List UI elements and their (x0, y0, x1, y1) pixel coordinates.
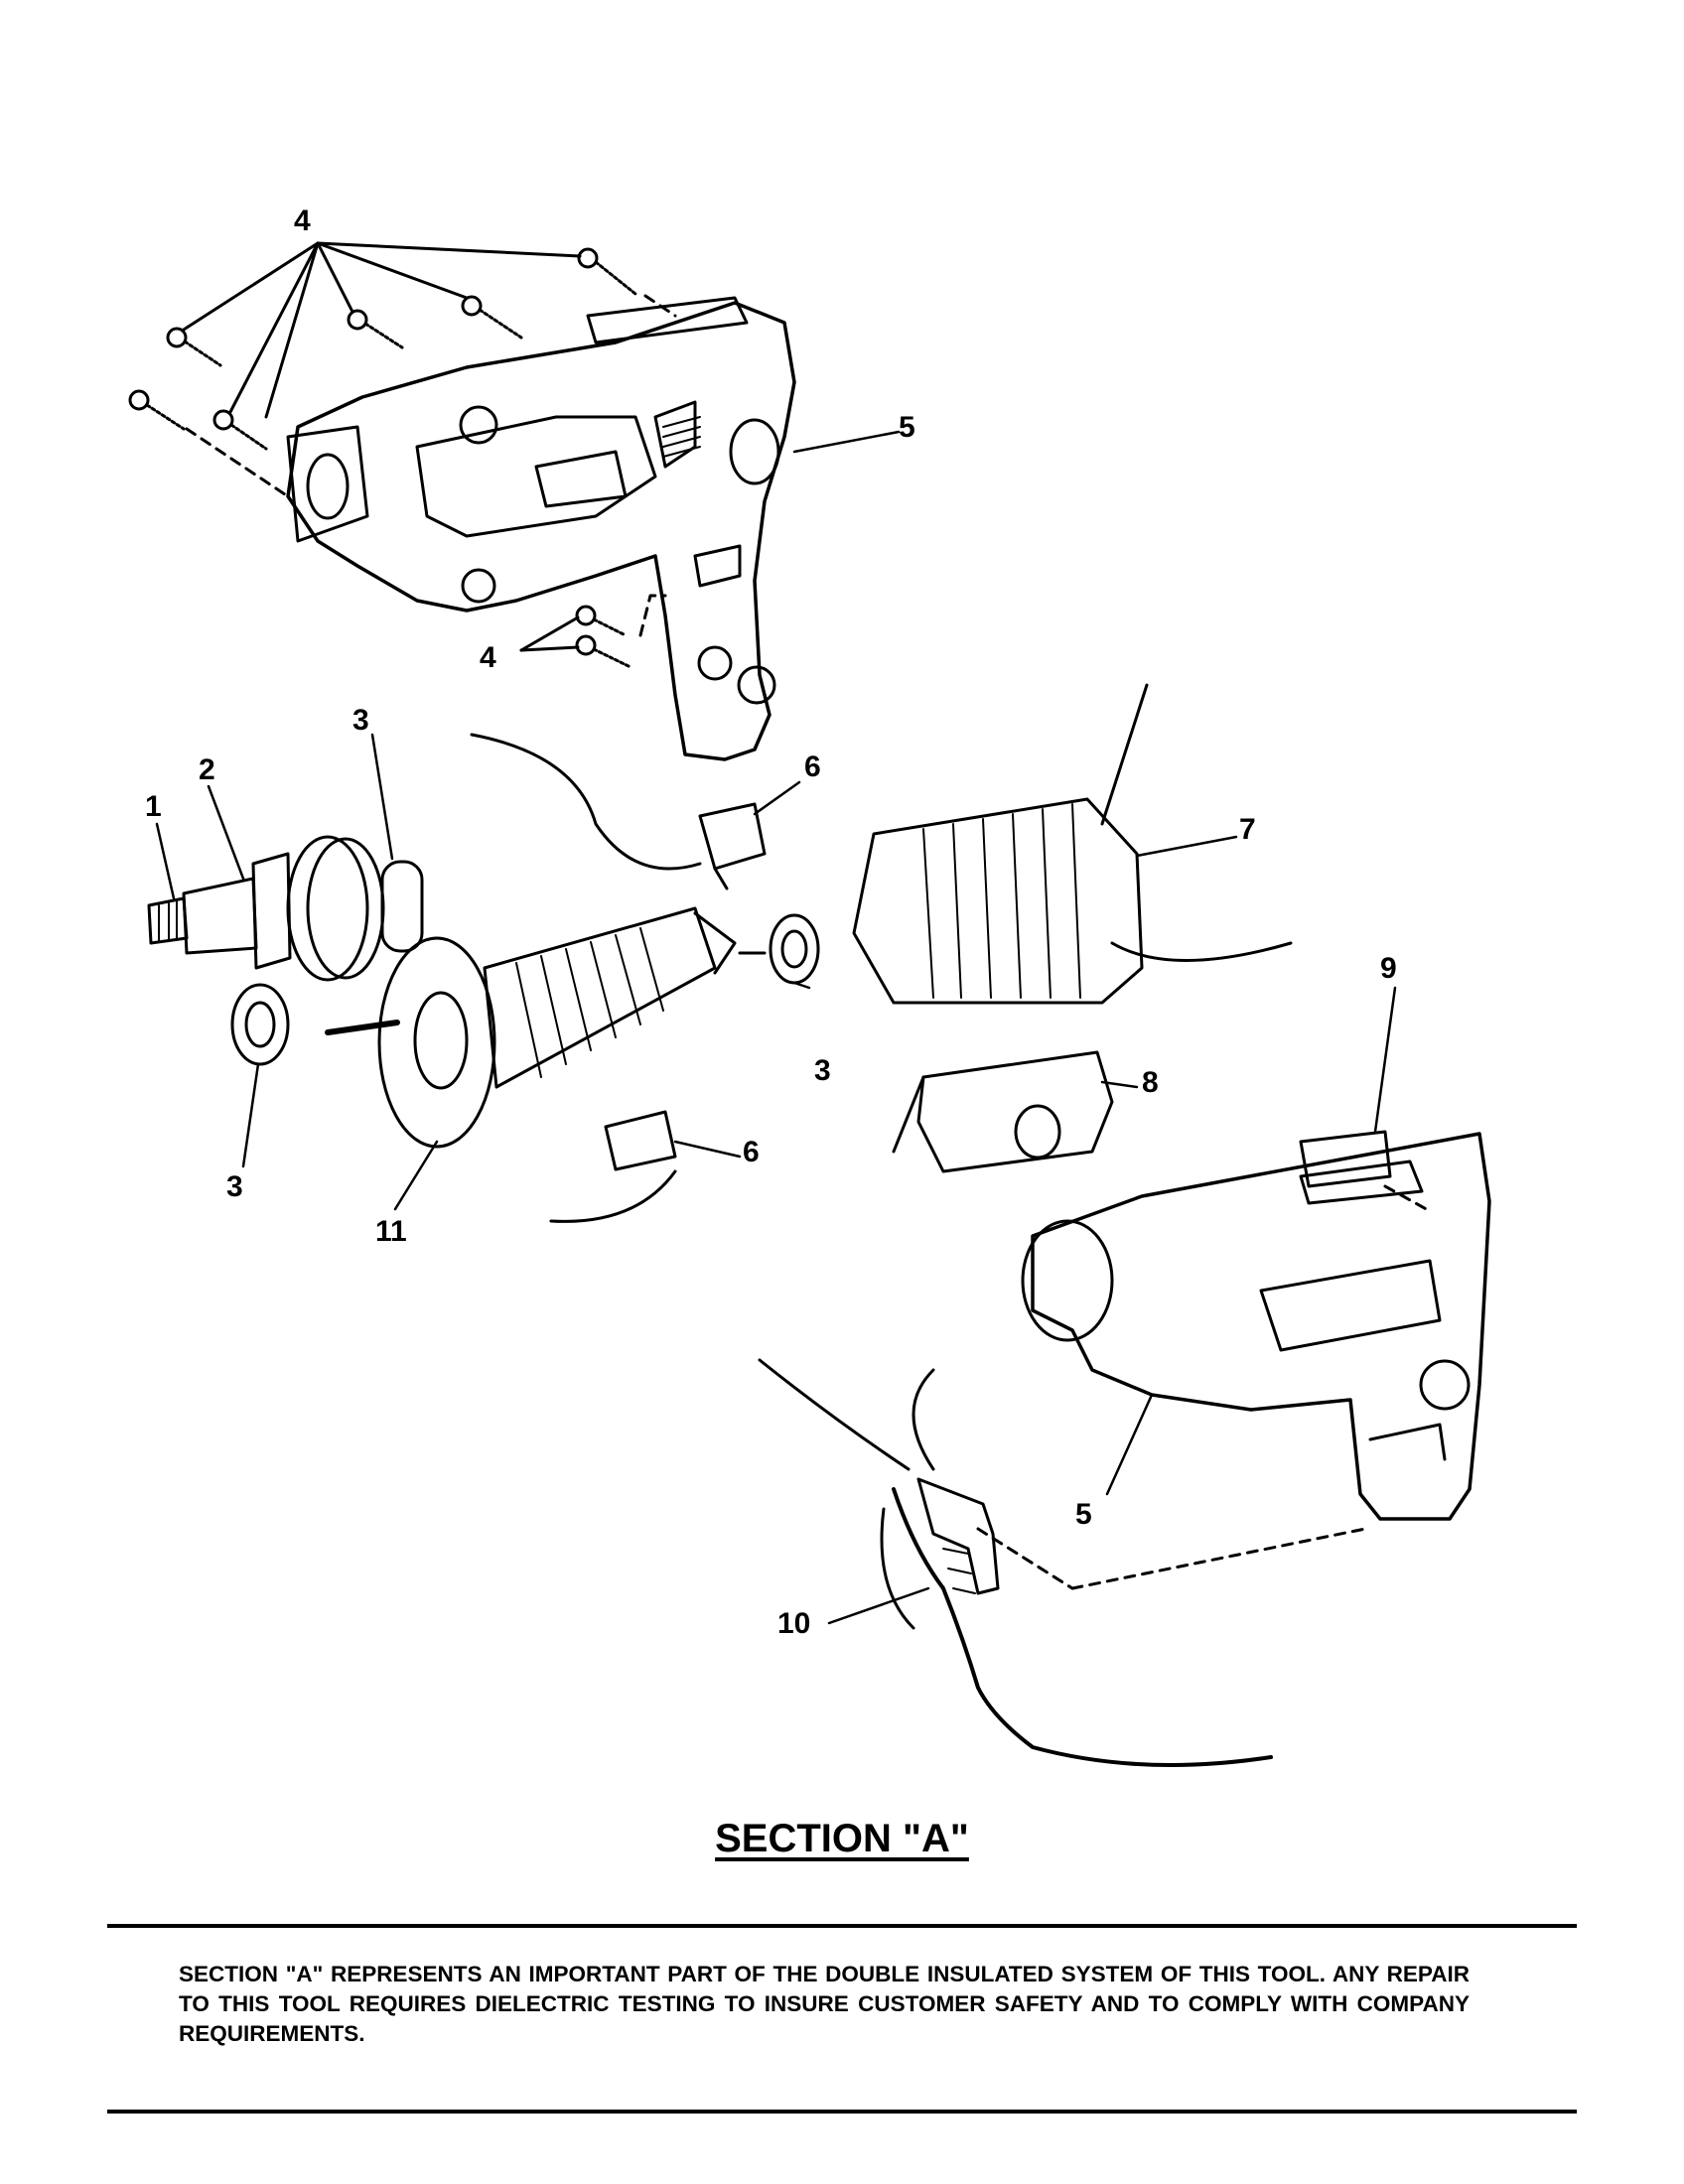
housing-half-part (286, 296, 796, 761)
divider-top (107, 1924, 1577, 1928)
callout-5-top: 5 (899, 411, 915, 444)
callout-6-a: 6 (804, 751, 821, 783)
armature-part (325, 906, 767, 1149)
cord-part (758, 1358, 1367, 1767)
callout-1: 1 (145, 790, 162, 823)
callout-10: 10 (777, 1607, 810, 1640)
screws-part-middle (519, 594, 667, 669)
housing-assembled-part (1021, 1132, 1491, 1521)
section-title: SECTION "A" (715, 1817, 969, 1860)
callout-4-middle: 4 (480, 641, 496, 674)
callout-2: 2 (199, 753, 215, 786)
switch-part (892, 1050, 1114, 1173)
callout-6-b: 6 (743, 1136, 760, 1168)
leader-lines (155, 430, 1397, 1625)
exploded-parts-diagram: 4 5 4 3 1 2 6 7 9 3 8 6 3 11 5 10 (128, 205, 1491, 1767)
callout-7: 7 (1239, 813, 1256, 846)
callout-11: 11 (375, 1215, 407, 1248)
plate-part (1299, 1130, 1432, 1213)
bearing-part (230, 913, 820, 1066)
screws-part-top (128, 241, 677, 498)
callout-9: 9 (1380, 952, 1397, 985)
callout-3-c: 3 (226, 1170, 243, 1203)
field-stator-part (852, 683, 1293, 1005)
callout-4-top: 4 (294, 205, 311, 237)
callout-5-bottom: 5 (1075, 1498, 1092, 1531)
callout-3-a: 3 (352, 704, 369, 737)
callout-8: 8 (1142, 1066, 1159, 1099)
section-note: SECTION "A" REPRESENTS AN IMPORTANT PART… (179, 1962, 1470, 2046)
callout-3-b: 3 (814, 1054, 831, 1087)
spindle-gear-part (147, 835, 424, 982)
brush-holder-part (470, 733, 767, 1223)
divider-bottom (107, 2110, 1577, 2114)
